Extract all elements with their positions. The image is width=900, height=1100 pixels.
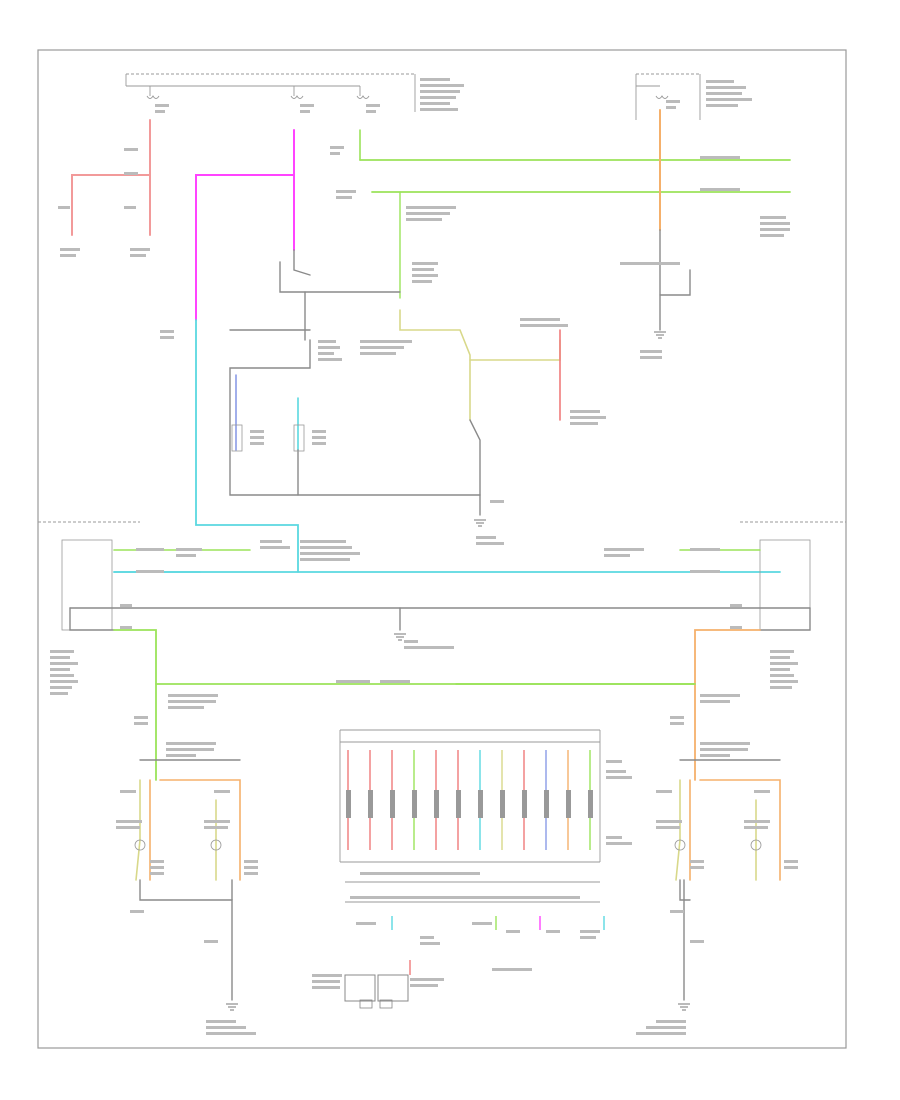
connector-legend: [339, 729, 632, 903]
rear-lamps-left: [134, 759, 241, 1001]
ground-top-center: [474, 519, 486, 527]
wire-magenta: [195, 129, 295, 321]
wire-green-top: [359, 129, 791, 299]
fuse-box-left: [125, 73, 464, 113]
wire-black-top: [229, 229, 691, 516]
fuse-left-2: [290, 86, 304, 99]
wire-pink-left: [71, 119, 151, 236]
ground-top-right: [654, 331, 666, 339]
legend-pins: [347, 750, 591, 850]
bottom-center-connector: [344, 916, 605, 1009]
lamp-right-indicator: [293, 424, 305, 452]
wire-black-mid: [69, 607, 811, 631]
fuse-box-right: [635, 73, 752, 120]
ground-bottom-right: [678, 1003, 690, 1011]
ground-bottom-left: [226, 1003, 238, 1011]
right-switch-box: [679, 521, 846, 631]
ground-mid: [394, 633, 406, 641]
wire-orange-right-vert: [455, 629, 761, 781]
wire-green-left-vert: [113, 629, 696, 781]
rear-lamps-right: [674, 759, 781, 1001]
lamp-left-indicator: [231, 424, 243, 452]
fuse-left-1: [146, 86, 160, 99]
diagram-border: [37, 49, 847, 1049]
fuse-left-3: [356, 86, 370, 99]
wire-cyan: [113, 319, 781, 573]
